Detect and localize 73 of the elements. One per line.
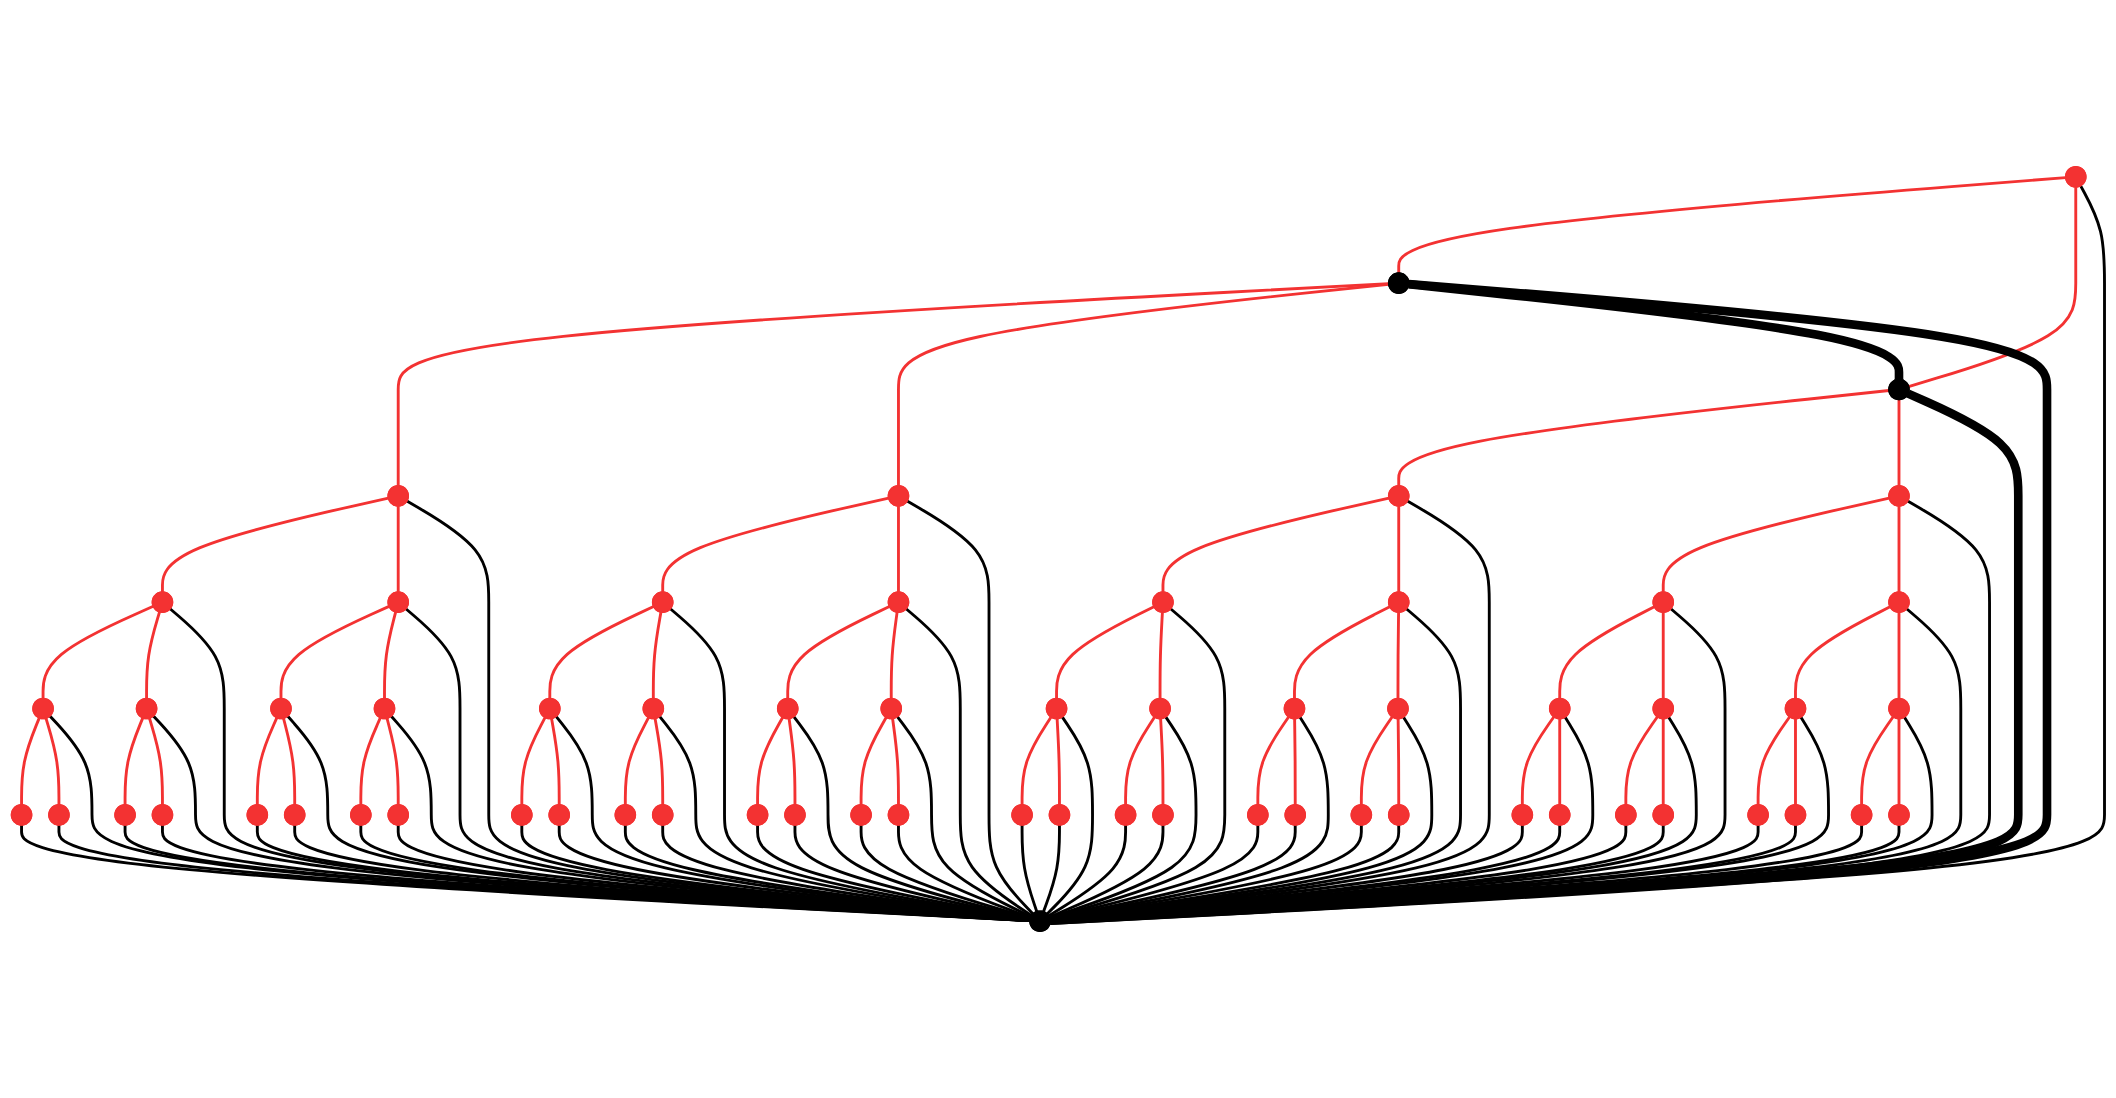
connector xyxy=(897,282,1389,486)
connector xyxy=(145,611,161,699)
connector xyxy=(1049,389,2023,925)
connector xyxy=(1661,718,1665,805)
connector xyxy=(897,505,900,593)
connector xyxy=(1661,612,1665,699)
connector xyxy=(383,611,398,699)
connector xyxy=(1908,186,2078,388)
connector xyxy=(1046,716,1094,916)
connector xyxy=(20,717,41,805)
connector xyxy=(653,718,665,805)
connector xyxy=(44,717,61,805)
connector xyxy=(623,716,650,805)
connector xyxy=(1042,824,1061,913)
connector xyxy=(1050,184,2106,923)
connector xyxy=(1049,279,2052,925)
connector xyxy=(161,496,389,593)
connector xyxy=(1020,716,1053,805)
connector xyxy=(550,718,561,805)
connector xyxy=(905,607,1033,917)
connector xyxy=(891,718,900,805)
connector xyxy=(1396,612,1401,699)
connector xyxy=(1897,399,1901,486)
connector xyxy=(279,605,390,699)
connector xyxy=(148,717,164,805)
connector xyxy=(548,605,655,699)
connector xyxy=(661,496,889,593)
connector xyxy=(41,604,154,699)
connector xyxy=(123,717,145,805)
connector xyxy=(787,718,797,805)
connector xyxy=(1055,605,1155,699)
connector xyxy=(859,716,888,805)
connector xyxy=(1624,715,1659,805)
connector xyxy=(1897,612,1901,699)
connector xyxy=(906,499,1035,915)
connector xyxy=(786,605,890,699)
connector xyxy=(1048,824,1165,919)
connector xyxy=(396,505,400,593)
connector xyxy=(359,717,382,805)
connector xyxy=(1897,505,1901,593)
connector xyxy=(282,717,297,805)
connector xyxy=(255,717,279,805)
connector xyxy=(1860,715,1895,805)
connector xyxy=(756,716,784,805)
connector xyxy=(385,717,400,805)
connector xyxy=(1159,718,1165,805)
connector xyxy=(889,611,899,699)
connector xyxy=(1397,176,2066,274)
connector xyxy=(1897,718,1901,805)
connector xyxy=(1520,715,1556,805)
connector xyxy=(1558,718,1562,805)
connector xyxy=(1055,718,1061,805)
connector xyxy=(1124,716,1156,805)
connector xyxy=(1756,715,1791,805)
connector xyxy=(1558,605,1655,699)
connector xyxy=(1158,612,1164,699)
connector xyxy=(1293,605,1391,699)
connector xyxy=(1397,505,1401,593)
connector xyxy=(1020,824,1039,913)
connector xyxy=(896,715,1032,919)
connector xyxy=(1293,718,1297,805)
connector xyxy=(396,282,1389,486)
connector xyxy=(1256,716,1290,805)
connector xyxy=(520,716,547,805)
connector xyxy=(1661,496,1890,593)
connector xyxy=(1396,718,1401,805)
connector xyxy=(1794,605,1891,699)
connector xyxy=(1359,716,1394,805)
connector xyxy=(1794,718,1797,805)
connector xyxy=(1397,389,1890,486)
connector xyxy=(1047,824,1128,918)
connector xyxy=(1161,496,1390,593)
connector xyxy=(651,611,663,699)
